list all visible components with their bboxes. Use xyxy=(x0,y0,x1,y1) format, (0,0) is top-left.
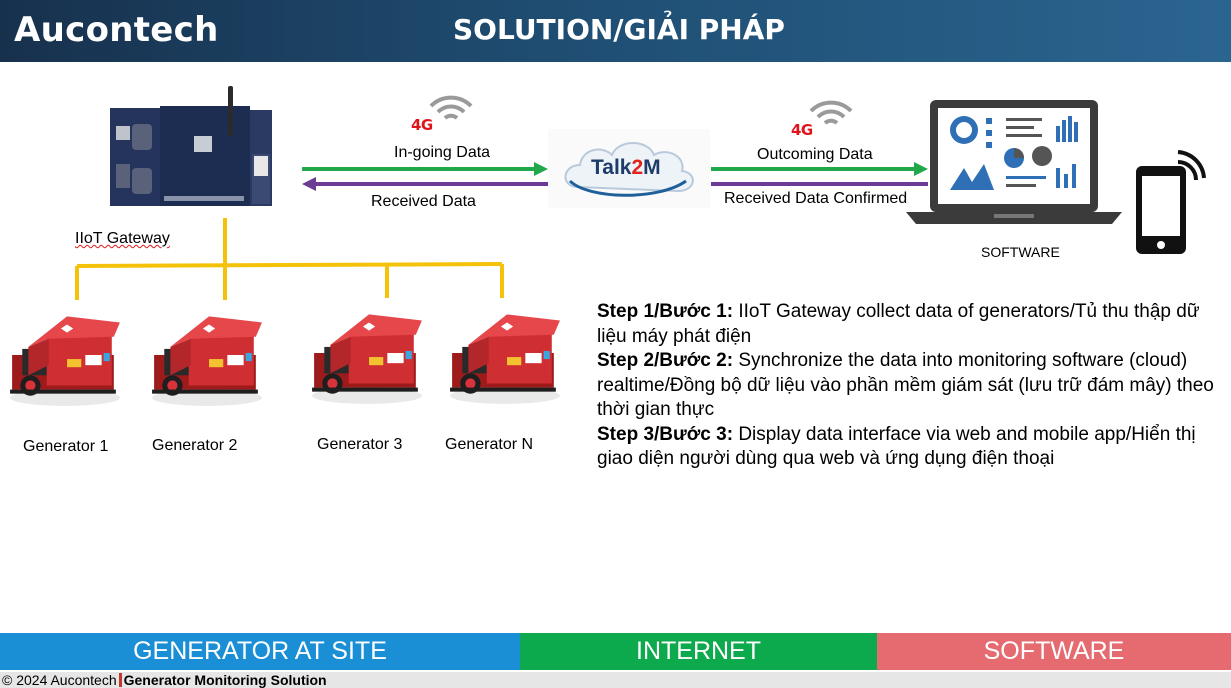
talk2m-cloud: Talk2M xyxy=(548,129,710,208)
company-logo: Aucontech xyxy=(14,10,219,50)
outgoing-arrowhead xyxy=(914,162,928,176)
laptop-dashboard-icon xyxy=(906,100,1122,224)
gateway-label: IIoT Gateway xyxy=(75,230,170,247)
talk2m-suffix: M xyxy=(643,156,661,179)
step-2: Step 2/Bước 2: Synchronize the data into… xyxy=(597,349,1217,423)
step-title: Step 1/Bước 1: xyxy=(597,301,734,322)
wifi-icon xyxy=(809,100,853,125)
generator-3-label: Generator 3 xyxy=(317,436,403,453)
footer: © 2024 Aucontech Generator Monitoring Sol… xyxy=(0,672,1231,688)
step-3: Step 3/Bước 3: Display data interface vi… xyxy=(597,423,1217,472)
outgoing-data-label: Outcoming Data xyxy=(757,146,873,163)
step-1: Step 1/Bước 1: IIoT Gateway collect data… xyxy=(597,300,1217,349)
page-title: SOLUTION/GIẢI PHÁP xyxy=(453,13,785,46)
generator-2-label: Generator 2 xyxy=(152,437,238,454)
step-text: Display data interface via web and mobil… xyxy=(597,423,1196,470)
talk2m-prefix: Talk xyxy=(591,156,632,179)
band-generator-at-site: GENERATOR AT SITE xyxy=(0,633,520,670)
step-title: Step 3/Bước 3: xyxy=(597,423,734,445)
footer-product: Generator Monitoring Solution xyxy=(123,672,327,688)
signal-4g-label: 4G xyxy=(791,121,813,139)
talk2m-logo: Talk2M xyxy=(591,156,661,180)
received-data-label: Received Data xyxy=(371,193,476,210)
band-internet: INTERNET xyxy=(520,633,877,670)
generator-1-label: Generator 1 xyxy=(23,438,109,455)
signal-4g-label: 4G xyxy=(411,116,433,134)
band-software: SOFTWARE xyxy=(877,633,1231,670)
generator-n-icon xyxy=(450,314,560,404)
steps-description: Step 1/Bước 1: IIoT Gateway collect data… xyxy=(597,300,1217,472)
ingoing-data-label: In-going Data xyxy=(394,144,491,161)
step-title: Step 2/Bước 2: xyxy=(597,350,734,371)
footer-copyright: © 2024 Aucontech xyxy=(2,672,117,688)
smartphone-icon xyxy=(1136,150,1206,254)
step-text: Synchronize the data into monitoring sof… xyxy=(597,350,1214,420)
generator-2-icon xyxy=(152,316,262,406)
bus-lines xyxy=(75,218,504,300)
header-bar: Aucontech SOLUTION/GIẢI PHÁP xyxy=(0,0,1231,62)
software-label: SOFTWARE xyxy=(981,244,1060,260)
signal-4g-right: 4G xyxy=(791,99,853,141)
iiot-gateway-device-icon xyxy=(110,86,272,206)
confirmed-data-label: Received Data Confirmed xyxy=(724,190,908,207)
signal-4g-left: 4G xyxy=(411,94,473,136)
generator-3-icon xyxy=(312,314,422,404)
talk2m-digit: 2 xyxy=(631,156,644,179)
generator-n-label: Generator N xyxy=(445,436,534,453)
generator-1-icon xyxy=(10,316,120,406)
ingoing-arrowhead xyxy=(534,162,548,176)
step-text: IIoT Gateway collect data of generators/… xyxy=(597,301,1200,347)
footer-divider xyxy=(118,673,122,687)
cloud-icon xyxy=(564,142,694,197)
received-arrowhead xyxy=(302,177,316,191)
wifi-icon xyxy=(429,95,473,120)
